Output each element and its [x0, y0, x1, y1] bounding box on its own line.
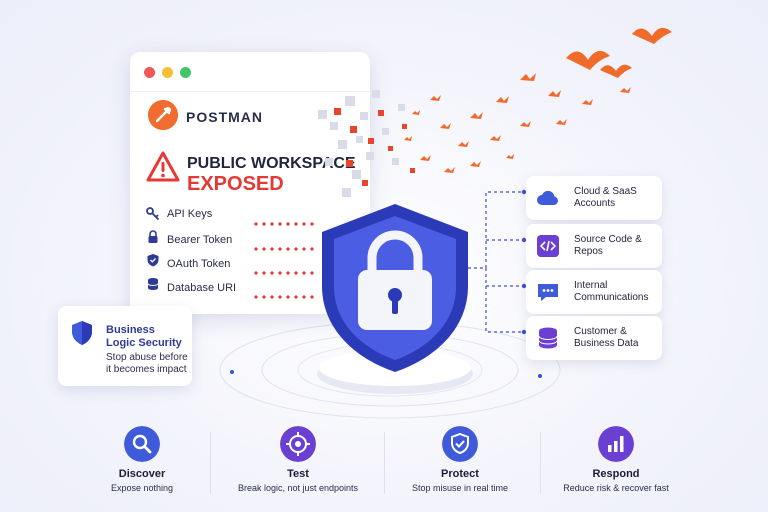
window-maximize-dot[interactable] — [180, 67, 191, 78]
masked-value-api-keys — [252, 222, 314, 226]
database-icon — [147, 278, 159, 290]
alert-title-line2: EXPOSED — [187, 173, 284, 195]
feature-title-discover: Discover — [118, 468, 166, 480]
destination-label-communications: Internal Communications — [574, 280, 649, 303]
feature-subtitle-test: Break logic, not just endpoints — [237, 483, 359, 493]
cloud-icon — [537, 190, 558, 205]
magnifier-icon — [124, 426, 160, 462]
destination-label-customer-data: Customer & Business Data — [574, 326, 639, 349]
destination-label-cloud: Cloud & SaaS Accounts — [574, 186, 637, 209]
key-icon — [146, 207, 160, 221]
feature-subtitle-respond: Reduce risk & recover fast — [563, 483, 669, 493]
shield-check-icon — [442, 426, 478, 462]
business-logic-text: Stop abuse before it becomes impact — [106, 352, 188, 375]
warning-icon — [146, 151, 180, 182]
feature-title-respond: Respond — [592, 468, 640, 480]
shield-icon — [72, 321, 92, 345]
window-close-dot[interactable] — [144, 67, 155, 78]
window-title-bar — [130, 52, 370, 92]
feature-divider — [540, 432, 541, 494]
feature-divider — [210, 432, 211, 494]
chat-icon — [538, 284, 558, 301]
feature-title-test: Test — [287, 468, 309, 480]
window-minimize-dot[interactable] — [162, 67, 173, 78]
postman-logo-icon — [148, 100, 178, 130]
masked-value-database-uri — [252, 295, 314, 299]
alert-title-line1: PUBLIC WORKSPACE — [187, 155, 356, 172]
shield-icon — [147, 254, 159, 267]
feature-title-protect: Protect — [441, 468, 479, 480]
feature-divider — [384, 432, 385, 494]
central-shield-lock-icon — [317, 204, 473, 394]
brand-name: POSTMAN — [186, 109, 263, 125]
business-logic-title: Business Logic Security — [106, 324, 182, 349]
target-icon — [280, 426, 316, 462]
secret-label-oauth-token: OAuth Token — [167, 258, 231, 270]
secret-label-api-keys: API Keys — [167, 208, 213, 220]
destination-label-source-code: Source Code & Repos — [574, 234, 642, 257]
secret-label-bearer-token: Bearer Token — [167, 234, 233, 246]
business-logic-card — [58, 306, 192, 386]
masked-value-oauth-token — [252, 271, 314, 275]
masked-value-bearer-token — [252, 247, 314, 251]
feature-subtitle-discover: Expose nothing — [110, 483, 174, 493]
code-icon — [537, 235, 559, 257]
database-icon — [538, 327, 558, 349]
feature-subtitle-protect: Stop misuse in real time — [411, 483, 509, 493]
secret-label-database-uri: Database URI — [167, 282, 237, 294]
lock-icon — [148, 230, 158, 243]
chart-icon — [598, 426, 634, 462]
